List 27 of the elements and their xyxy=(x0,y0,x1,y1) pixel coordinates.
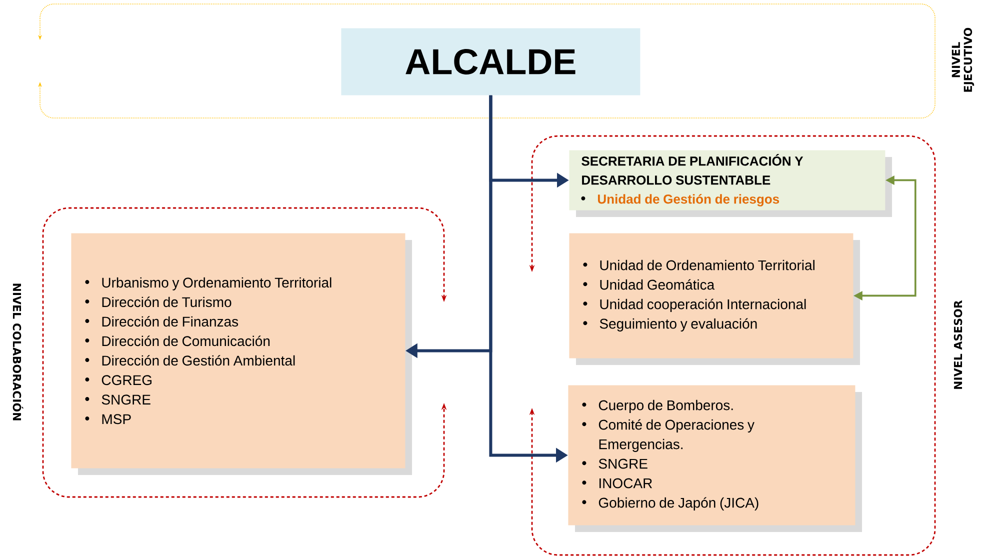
list-box xyxy=(569,233,860,365)
list-item: Dirección de Gestión Ambiental xyxy=(85,355,295,366)
list-item: Gobierno de Japón (JICA) xyxy=(582,497,758,510)
level-label: NIVEL COLABORACIÓN xyxy=(12,284,24,420)
heading: SECRETARIA DE PLANIFICACIÓN Y DESARROLLO SUSTENTABLE xyxy=(582,154,804,185)
list-item: Comité de Operaciones y Emergencias. xyxy=(582,419,754,452)
list-item: Dirección de Finanzas xyxy=(85,316,238,327)
level-label: NIVEL ASESOR xyxy=(954,300,962,389)
list-item: Dirección de Comunicación xyxy=(85,336,270,346)
list-item: SNGRE xyxy=(582,458,648,469)
list-item: Unidad cooperación Internacional xyxy=(583,298,806,312)
list-item: MSP xyxy=(85,414,131,424)
list-item: Unidad Geomática xyxy=(583,279,715,290)
unit-box xyxy=(569,150,892,217)
list-item: Unidad de Gestión de riesgos xyxy=(581,194,780,206)
title-box: ALCALDE xyxy=(341,28,640,96)
level-label: NIVEL EJECUTIVO xyxy=(952,28,974,92)
list-item: INOCAR xyxy=(582,478,652,488)
list-item: SNGRE xyxy=(85,394,150,405)
list-item: Urbanismo y Ordenamiento Territorial xyxy=(85,277,332,290)
list-item: CGREG xyxy=(85,375,152,386)
list-item: Unidad de Ordenamiento Territorial xyxy=(583,260,814,270)
list-item: Cuerpo de Bomberos. xyxy=(582,400,733,413)
list-box xyxy=(568,385,862,532)
list-box xyxy=(71,233,412,475)
list-item: Seguimiento y evaluación xyxy=(583,318,757,332)
list-item: Dirección de Turismo xyxy=(85,296,232,308)
